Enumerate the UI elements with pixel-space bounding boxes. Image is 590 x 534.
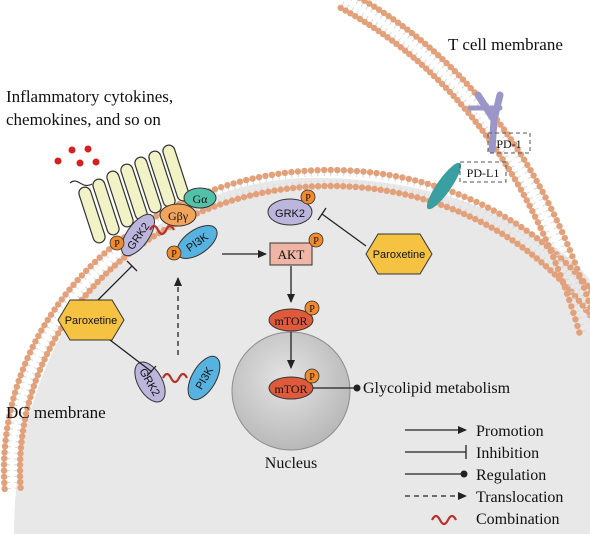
phospho-badge-pi3k-membrane [166, 245, 182, 261]
paroxetine-right [365, 233, 433, 275]
cytokine-dots [54, 145, 100, 167]
mtor-cytosol-label: mTOR [274, 314, 307, 328]
cytokines-label-line2: chemokines, and so on [6, 110, 161, 129]
legend-promotion-label: Promotion [476, 423, 544, 440]
mtor-cytosol [268, 308, 314, 332]
pdl1-receptor [426, 162, 462, 210]
paroxetine-left-label: Paroxetine [65, 315, 118, 327]
legend-regulation-dot [460, 470, 468, 478]
p-label: P [171, 249, 177, 260]
akt-box [269, 242, 313, 266]
grk2-membrane [121, 213, 155, 257]
paroxetine-left [57, 299, 125, 341]
p-label: P [309, 304, 315, 315]
pd1-label: PD-1 [496, 137, 521, 151]
g-alpha-label: Gα [193, 192, 209, 206]
akt-label: AKT [278, 247, 305, 262]
combination-membrane [149, 224, 175, 236]
p-label: P [309, 372, 315, 383]
grk2-akt-label: GRK2 [275, 208, 305, 220]
glycolipid-label: Glycolipid metabolism [363, 380, 511, 397]
pdl1-label: PD-L1 [467, 166, 500, 180]
legend: Promotion Inhibition Regulation Transloc… [405, 423, 563, 528]
p-label: P [114, 239, 120, 250]
pd1-box [487, 132, 531, 154]
legend-regulation-label: Regulation [476, 467, 546, 484]
legend-translocation-label: Translocation [476, 489, 563, 506]
legend-combination-symbol [431, 514, 457, 526]
t-cell-membrane [337, 0, 590, 336]
legend-combination-label: Combination [476, 511, 560, 528]
pd1-receptor [467, 91, 504, 154]
legend-inhibition-symbol [405, 445, 467, 459]
g-beta-gamma-label: Gβγ [168, 209, 189, 223]
p-label: P [305, 193, 311, 204]
label-backdrop [0, 75, 160, 130]
phospho-badge-mtor-cytosol [304, 300, 320, 316]
grk2-cytosol [134, 361, 166, 403]
inhibition-links [97, 207, 367, 377]
phospho-badge-akt [308, 232, 324, 248]
phospho-badge-grk2-akt [300, 189, 316, 205]
phospho-badge-grk2-membrane [109, 235, 125, 251]
pdl1-box [459, 161, 507, 183]
grk2-akt [267, 198, 313, 226]
pi3k-cytosol [187, 355, 221, 401]
g-alpha [183, 187, 217, 209]
cytokines-label-line1: Inflammatory cytokines, [6, 87, 173, 106]
combination-cytosol [162, 372, 188, 384]
g-beta-gamma [159, 203, 197, 227]
phospho-badge-mtor-nucleus [304, 368, 320, 384]
legend-inhibition-label: Inhibition [476, 445, 539, 462]
dc-membrane-label: DC membrane [6, 403, 106, 422]
mtor-nucleus-label: mTOR [274, 382, 307, 396]
paroxetine-right-label: Paroxetine [373, 249, 426, 261]
regulation-dot [353, 384, 361, 392]
p-label: P [313, 236, 319, 247]
t-cell-membrane-label: T cell membrane [448, 35, 563, 54]
nucleus-label: Nucleus [265, 455, 317, 472]
